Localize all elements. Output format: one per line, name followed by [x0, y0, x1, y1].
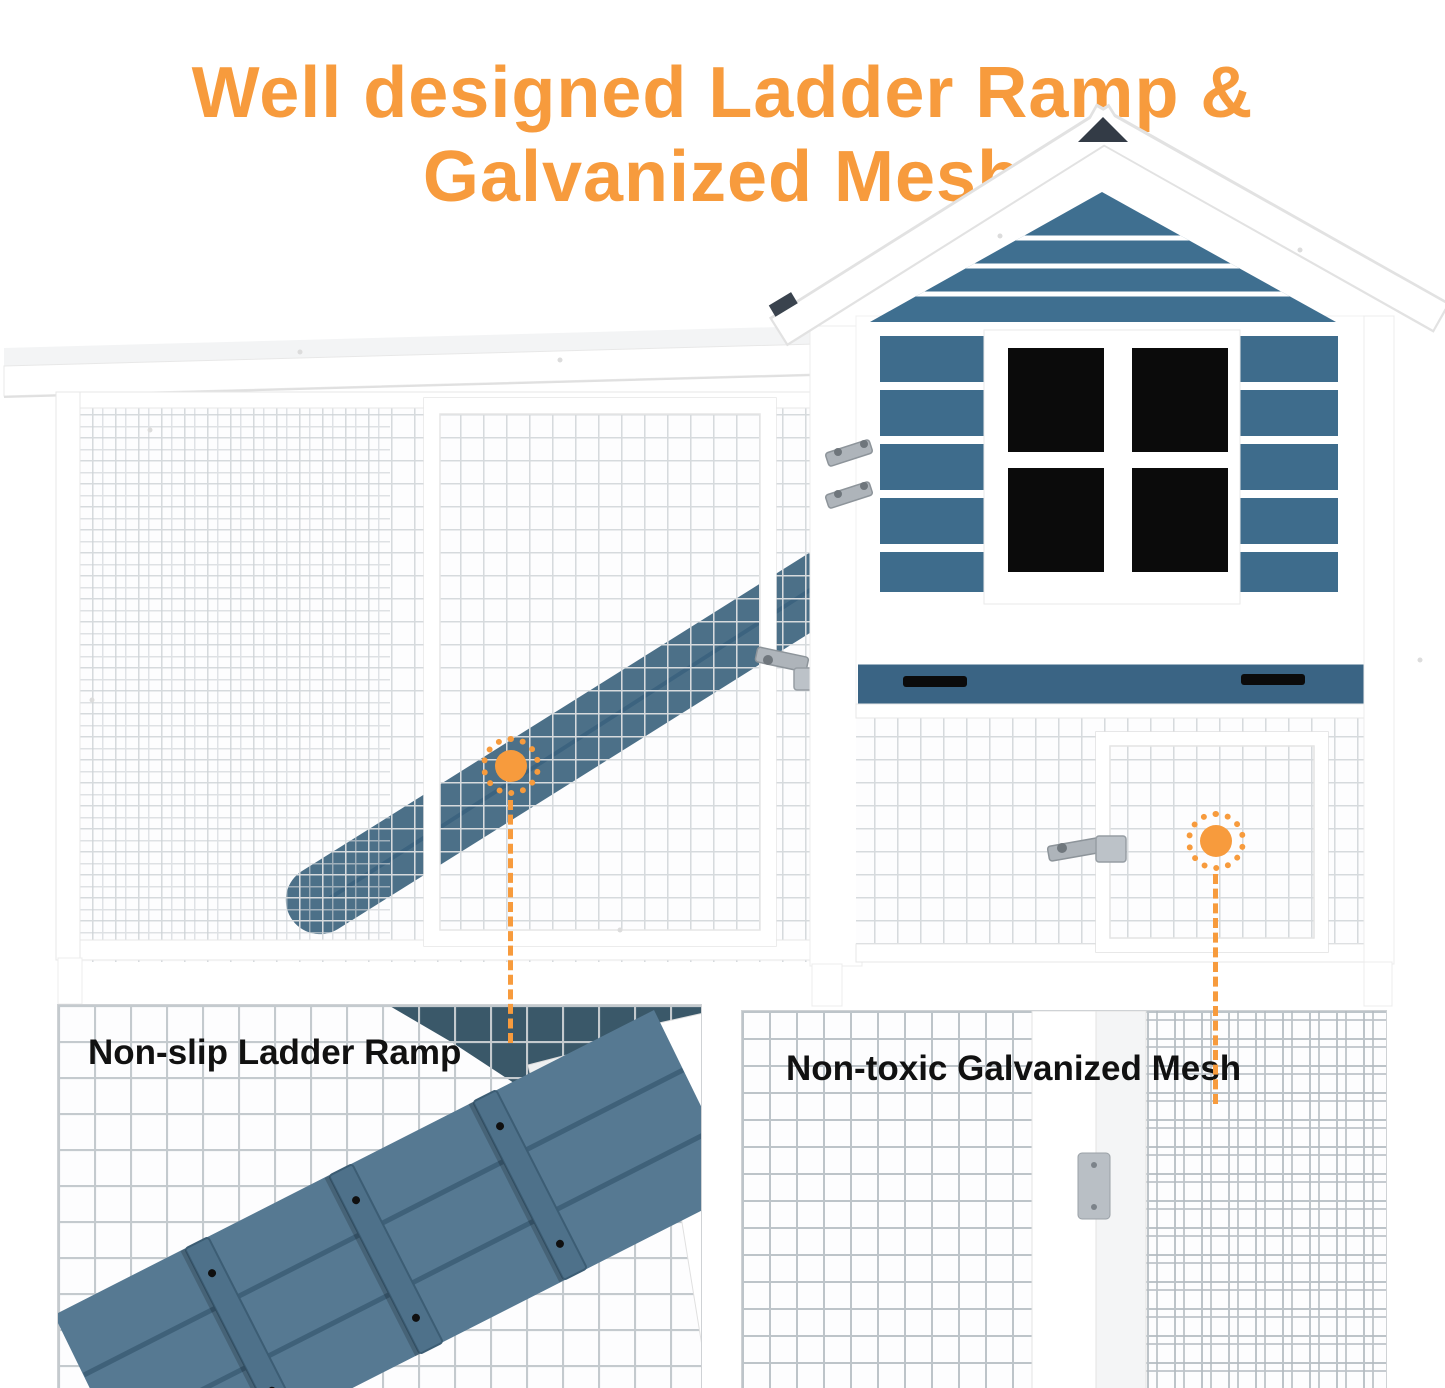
inset-label-mesh: Non-toxic Galvanized Mesh — [786, 1049, 1242, 1088]
roof-end-bracket — [768, 292, 798, 317]
house-window — [983, 329, 1241, 605]
post-hinge — [1077, 1152, 1111, 1220]
marker-ring — [1186, 811, 1246, 871]
page-title: Well designed Ladder Ramp & Galvanized M… — [0, 52, 1445, 219]
callout-marker-mesh — [1186, 811, 1246, 871]
screw-dots — [89, 233, 1423, 933]
title-line-1: Well designed Ladder Ramp & — [191, 53, 1254, 134]
house-door-latch — [824, 439, 874, 509]
window-pane — [1008, 348, 1104, 452]
nest-drawer — [858, 661, 1376, 704]
run-roof — [3, 326, 817, 398]
house-roof — [768, 103, 1445, 347]
siding-right — [1234, 336, 1338, 592]
marker-dot — [1200, 825, 1232, 857]
ramp-cleat — [324, 1164, 443, 1357]
mesh-closeup-photo — [742, 1011, 1386, 1388]
inset-ladder-ramp: Non-slip Ladder Ramp — [57, 1004, 702, 1388]
hen-house — [824, 315, 1391, 963]
mesh-second-layer — [1112, 1011, 1386, 1388]
run-door — [423, 397, 777, 947]
window-pane — [1132, 348, 1228, 452]
drawer-slot — [903, 676, 967, 687]
marker-ring — [481, 736, 541, 796]
right-post — [1363, 315, 1395, 965]
callout-marker-ramp — [481, 736, 541, 796]
chicken-coop-photo — [3, 103, 1445, 1007]
drawer-slot — [1241, 674, 1305, 685]
inset-label-ramp: Non-slip Ladder Ramp — [88, 1033, 462, 1072]
marker-dot — [495, 750, 527, 782]
roof-ridge-cap — [1078, 117, 1128, 142]
ramp-cleat — [468, 1090, 587, 1283]
lower-run — [855, 703, 1391, 963]
ramp-cleat — [180, 1237, 299, 1388]
lower-run-mesh — [856, 704, 1390, 962]
title-line-2: Galvanized Mesh — [422, 136, 1023, 217]
chicken-run — [55, 391, 829, 962]
inset-galvanized-mesh: Non-toxic Galvanized Mesh — [741, 1010, 1387, 1388]
legs — [57, 957, 1393, 1007]
lower-door-latch — [1046, 835, 1127, 863]
siding-left — [880, 336, 984, 592]
window-pane — [1008, 468, 1104, 572]
leader-line-ramp — [508, 800, 513, 1043]
window-pane — [1132, 468, 1228, 572]
center-post — [809, 325, 863, 967]
leader-line-mesh — [1213, 874, 1218, 1104]
ramp-closeup-photo — [58, 1005, 701, 1388]
